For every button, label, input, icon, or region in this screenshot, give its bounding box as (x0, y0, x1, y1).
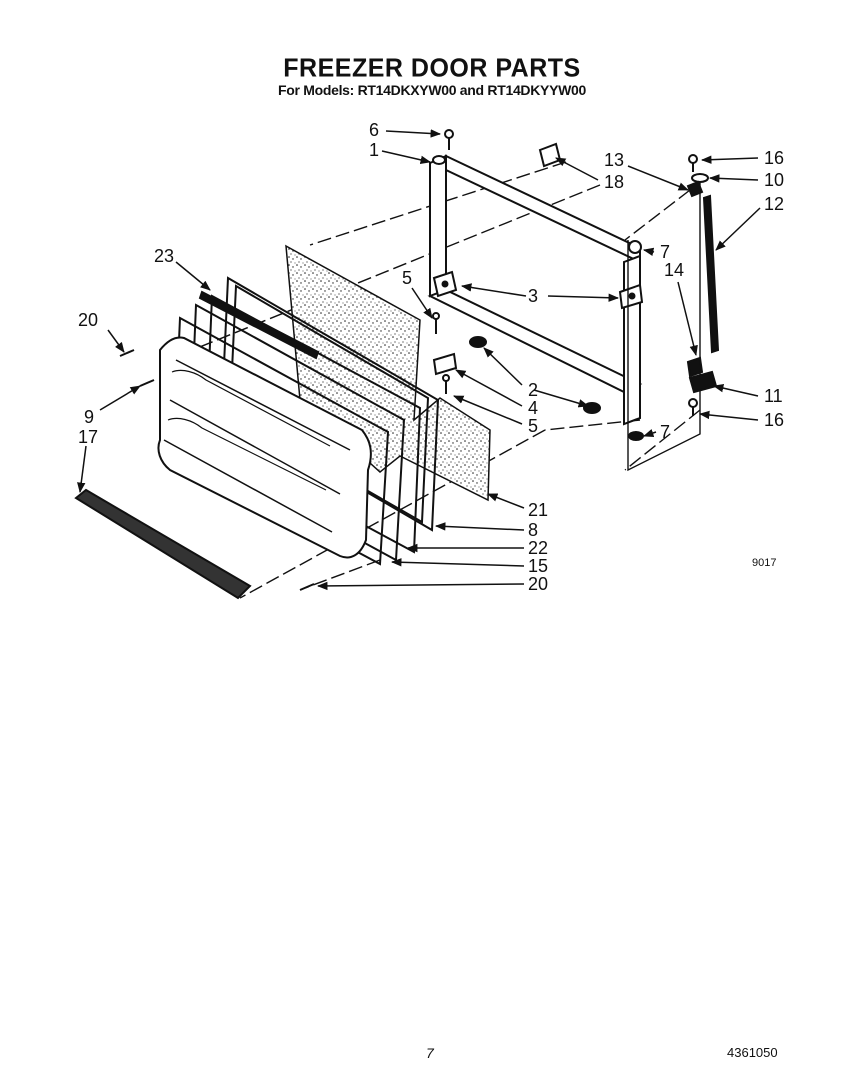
callout-7: 7 (660, 242, 670, 262)
callout-20: 20 (78, 310, 98, 330)
stop-rod-part (702, 194, 720, 354)
diagram-code: 9017 (752, 557, 776, 569)
leader-lines (77, 129, 761, 591)
exploded-parts-diagram: 6 1 13 16 18 10 12 7 14 23 5 3 20 2 11 4… (74, 120, 784, 600)
callout-4: 4 (528, 398, 538, 418)
callout-5b: 5 (528, 416, 538, 436)
door-liner-panel (157, 336, 372, 559)
callout-13: 13 (604, 150, 624, 170)
callout-6: 6 (369, 120, 379, 140)
bottom-trim-part (74, 488, 252, 600)
strip-part (198, 290, 320, 360)
callout-14: 14 (664, 260, 684, 280)
callout-17: 17 (78, 427, 98, 447)
callout-21: 21 (528, 500, 548, 520)
callout-3: 3 (528, 286, 538, 306)
hinge-bracket-part (432, 270, 644, 310)
callout-20b: 20 (528, 574, 548, 594)
pad-part (538, 142, 562, 168)
callout-5: 5 (402, 268, 412, 288)
callout-8: 8 (528, 520, 538, 540)
page-subtitle: For Models: RT14DKXYW00 and RT14DKYYW00 (277, 82, 587, 98)
callout-16: 16 (764, 148, 784, 168)
callout-1: 1 (369, 140, 379, 160)
callout-12: 12 (764, 194, 784, 214)
callout-10: 10 (764, 170, 784, 190)
document-number: 4361050 (727, 1045, 778, 1060)
callout-7b: 7 (660, 422, 670, 442)
callout-18: 18 (604, 172, 624, 192)
callout-2: 2 (528, 380, 538, 400)
callout-22: 22 (528, 538, 548, 558)
hinge-panel-outline (627, 180, 701, 472)
callout-11: 11 (764, 386, 783, 406)
callout-labels: 6 1 13 16 18 10 12 7 14 23 5 3 20 2 11 4… (78, 120, 784, 594)
page-number: 7 (426, 1045, 434, 1061)
callout-15: 15 (528, 556, 548, 576)
callout-16b: 16 (764, 410, 784, 430)
callout-9: 9 (84, 407, 94, 427)
page-title: FREEZER DOOR PARTS (283, 53, 581, 83)
fasteners (119, 129, 698, 591)
callout-23: 23 (154, 246, 174, 266)
hinge-pieces (686, 173, 718, 394)
